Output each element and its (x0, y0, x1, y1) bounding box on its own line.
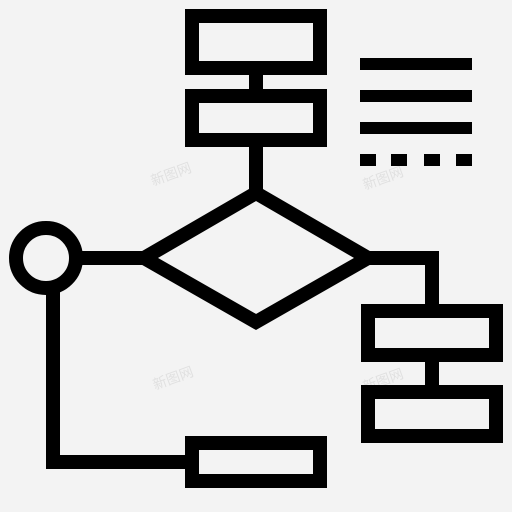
top-process-box-lower (185, 89, 327, 147)
note-dash-4 (456, 154, 472, 166)
note-line-2 (360, 90, 472, 102)
note-line-3 (360, 122, 472, 134)
bottom-process-box (185, 436, 327, 488)
note-dash-1 (360, 154, 376, 166)
start-circle (9, 221, 83, 295)
connector-circle-to-bottom-box (46, 288, 192, 469)
right-process-box-lower (361, 385, 503, 443)
note-line-1 (360, 58, 472, 70)
top-process-box-upper (185, 9, 327, 75)
decision-diamond (129, 184, 383, 331)
note-lines-icon (360, 58, 472, 166)
connector-decision-to-right-boxes (368, 251, 439, 311)
note-dash-2 (391, 154, 407, 166)
note-dash-3 (424, 154, 440, 166)
right-process-box-upper (361, 304, 503, 362)
